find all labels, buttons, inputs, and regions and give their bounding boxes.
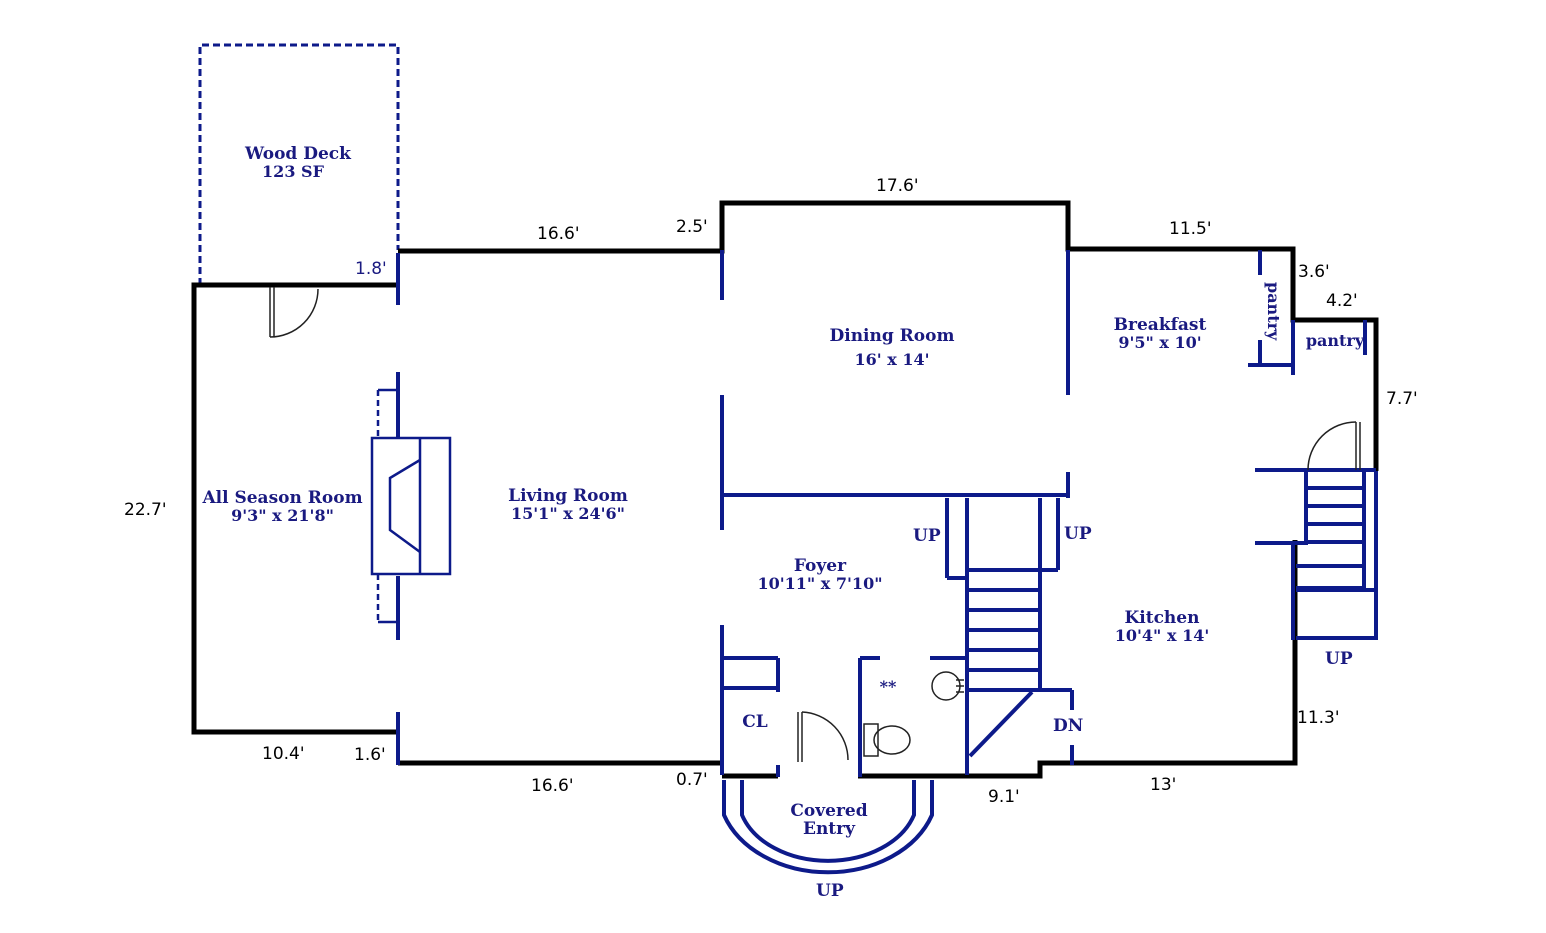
wood-deck-label: Wood Deck 123 SF <box>228 145 368 181</box>
bath-fixtures <box>863 671 964 757</box>
dim-7-7: 7.7' <box>1386 389 1418 409</box>
dim-1-8: 1.8' <box>355 259 387 279</box>
living-room-name: Living Room <box>508 486 628 506</box>
kitchen-stair-treads <box>1296 486 1364 590</box>
main-stair-treads <box>967 588 1040 672</box>
closet-name: CL <box>742 712 768 732</box>
all-season-room-size: 9'3" x 21'8" <box>231 506 334 525</box>
dining-room-size: 16' x 14' <box>854 350 930 369</box>
dim-3-6: 3.6' <box>1298 262 1330 282</box>
stair-up-kitchen: UP <box>1325 649 1353 669</box>
covered-entry-label: Covered Entry <box>774 802 884 838</box>
covered-entry-arc <box>722 780 934 875</box>
kitchen-size: 10'4" x 14' <box>1114 626 1210 645</box>
kitchen-name: Kitchen <box>1124 608 1200 628</box>
dim-17-6: 17.6' <box>876 176 919 196</box>
dim-2-5: 2.5' <box>676 217 708 237</box>
dim-10-4: 10.4' <box>262 744 305 764</box>
pantry-name: pantry <box>1305 331 1365 350</box>
doors <box>269 287 1361 762</box>
dim-0-7: 0.7' <box>676 770 708 790</box>
covered-entry-name2: Entry <box>802 819 855 839</box>
living-room-size: 15'1" x 24'6" <box>511 504 625 523</box>
dim-16-6-bottom: 16.6' <box>531 776 574 796</box>
pantry-vertical-label: pantry <box>1264 282 1283 341</box>
dim-16-6-top: 16.6' <box>537 224 580 244</box>
dim-1-6: 1.6' <box>354 745 386 765</box>
foyer-name: Foyer <box>793 556 847 576</box>
foyer-label: Foyer 10'11" x 7'10" <box>750 557 890 593</box>
wood-deck-size: 123 SF <box>262 162 324 181</box>
stair-up-left: UP <box>913 526 941 546</box>
breakfast-name: Breakfast <box>1113 315 1207 335</box>
dim-13: 13' <box>1150 775 1177 795</box>
dining-room-name: Dining Room <box>829 326 955 346</box>
all-season-room-name: All Season Room <box>202 488 363 508</box>
breakfast-size: 9'5" x 10' <box>1118 333 1202 352</box>
pantry-label: pantry <box>1303 332 1367 350</box>
stair-dn: DN <box>1053 716 1084 736</box>
living-room-label: Living Room 15'1" x 24'6" <box>488 487 648 523</box>
bath-mark: ** <box>872 678 904 696</box>
closet-label: CL <box>735 713 775 731</box>
dim-11-5: 11.5' <box>1169 219 1212 239</box>
dim-11-3: 11.3' <box>1297 708 1340 728</box>
exterior-walls <box>191 200 1379 779</box>
covered-entry-name: Covered <box>790 801 868 821</box>
foyer-size: 10'11" x 7'10" <box>757 574 883 593</box>
all-season-room-label: All Season Room 9'3" x 21'8" <box>200 489 365 525</box>
breakfast-label: Breakfast 9'5" x 10' <box>1100 316 1220 352</box>
kitchen-label: Kitchen 10'4" x 14' <box>1102 609 1222 645</box>
bath-mark-text: ** <box>879 677 897 696</box>
wood-deck-name: Wood Deck <box>245 144 351 164</box>
dim-22-7: 22.7' <box>124 500 167 520</box>
dim-9-1: 9.1' <box>988 787 1020 807</box>
stair-up-entry: UP <box>816 881 844 901</box>
dining-room-label: Dining Room 16' x 14' <box>812 327 972 369</box>
stair-up-right: UP <box>1064 524 1092 544</box>
fireplace <box>370 388 452 624</box>
dim-4-2: 4.2' <box>1326 291 1358 311</box>
